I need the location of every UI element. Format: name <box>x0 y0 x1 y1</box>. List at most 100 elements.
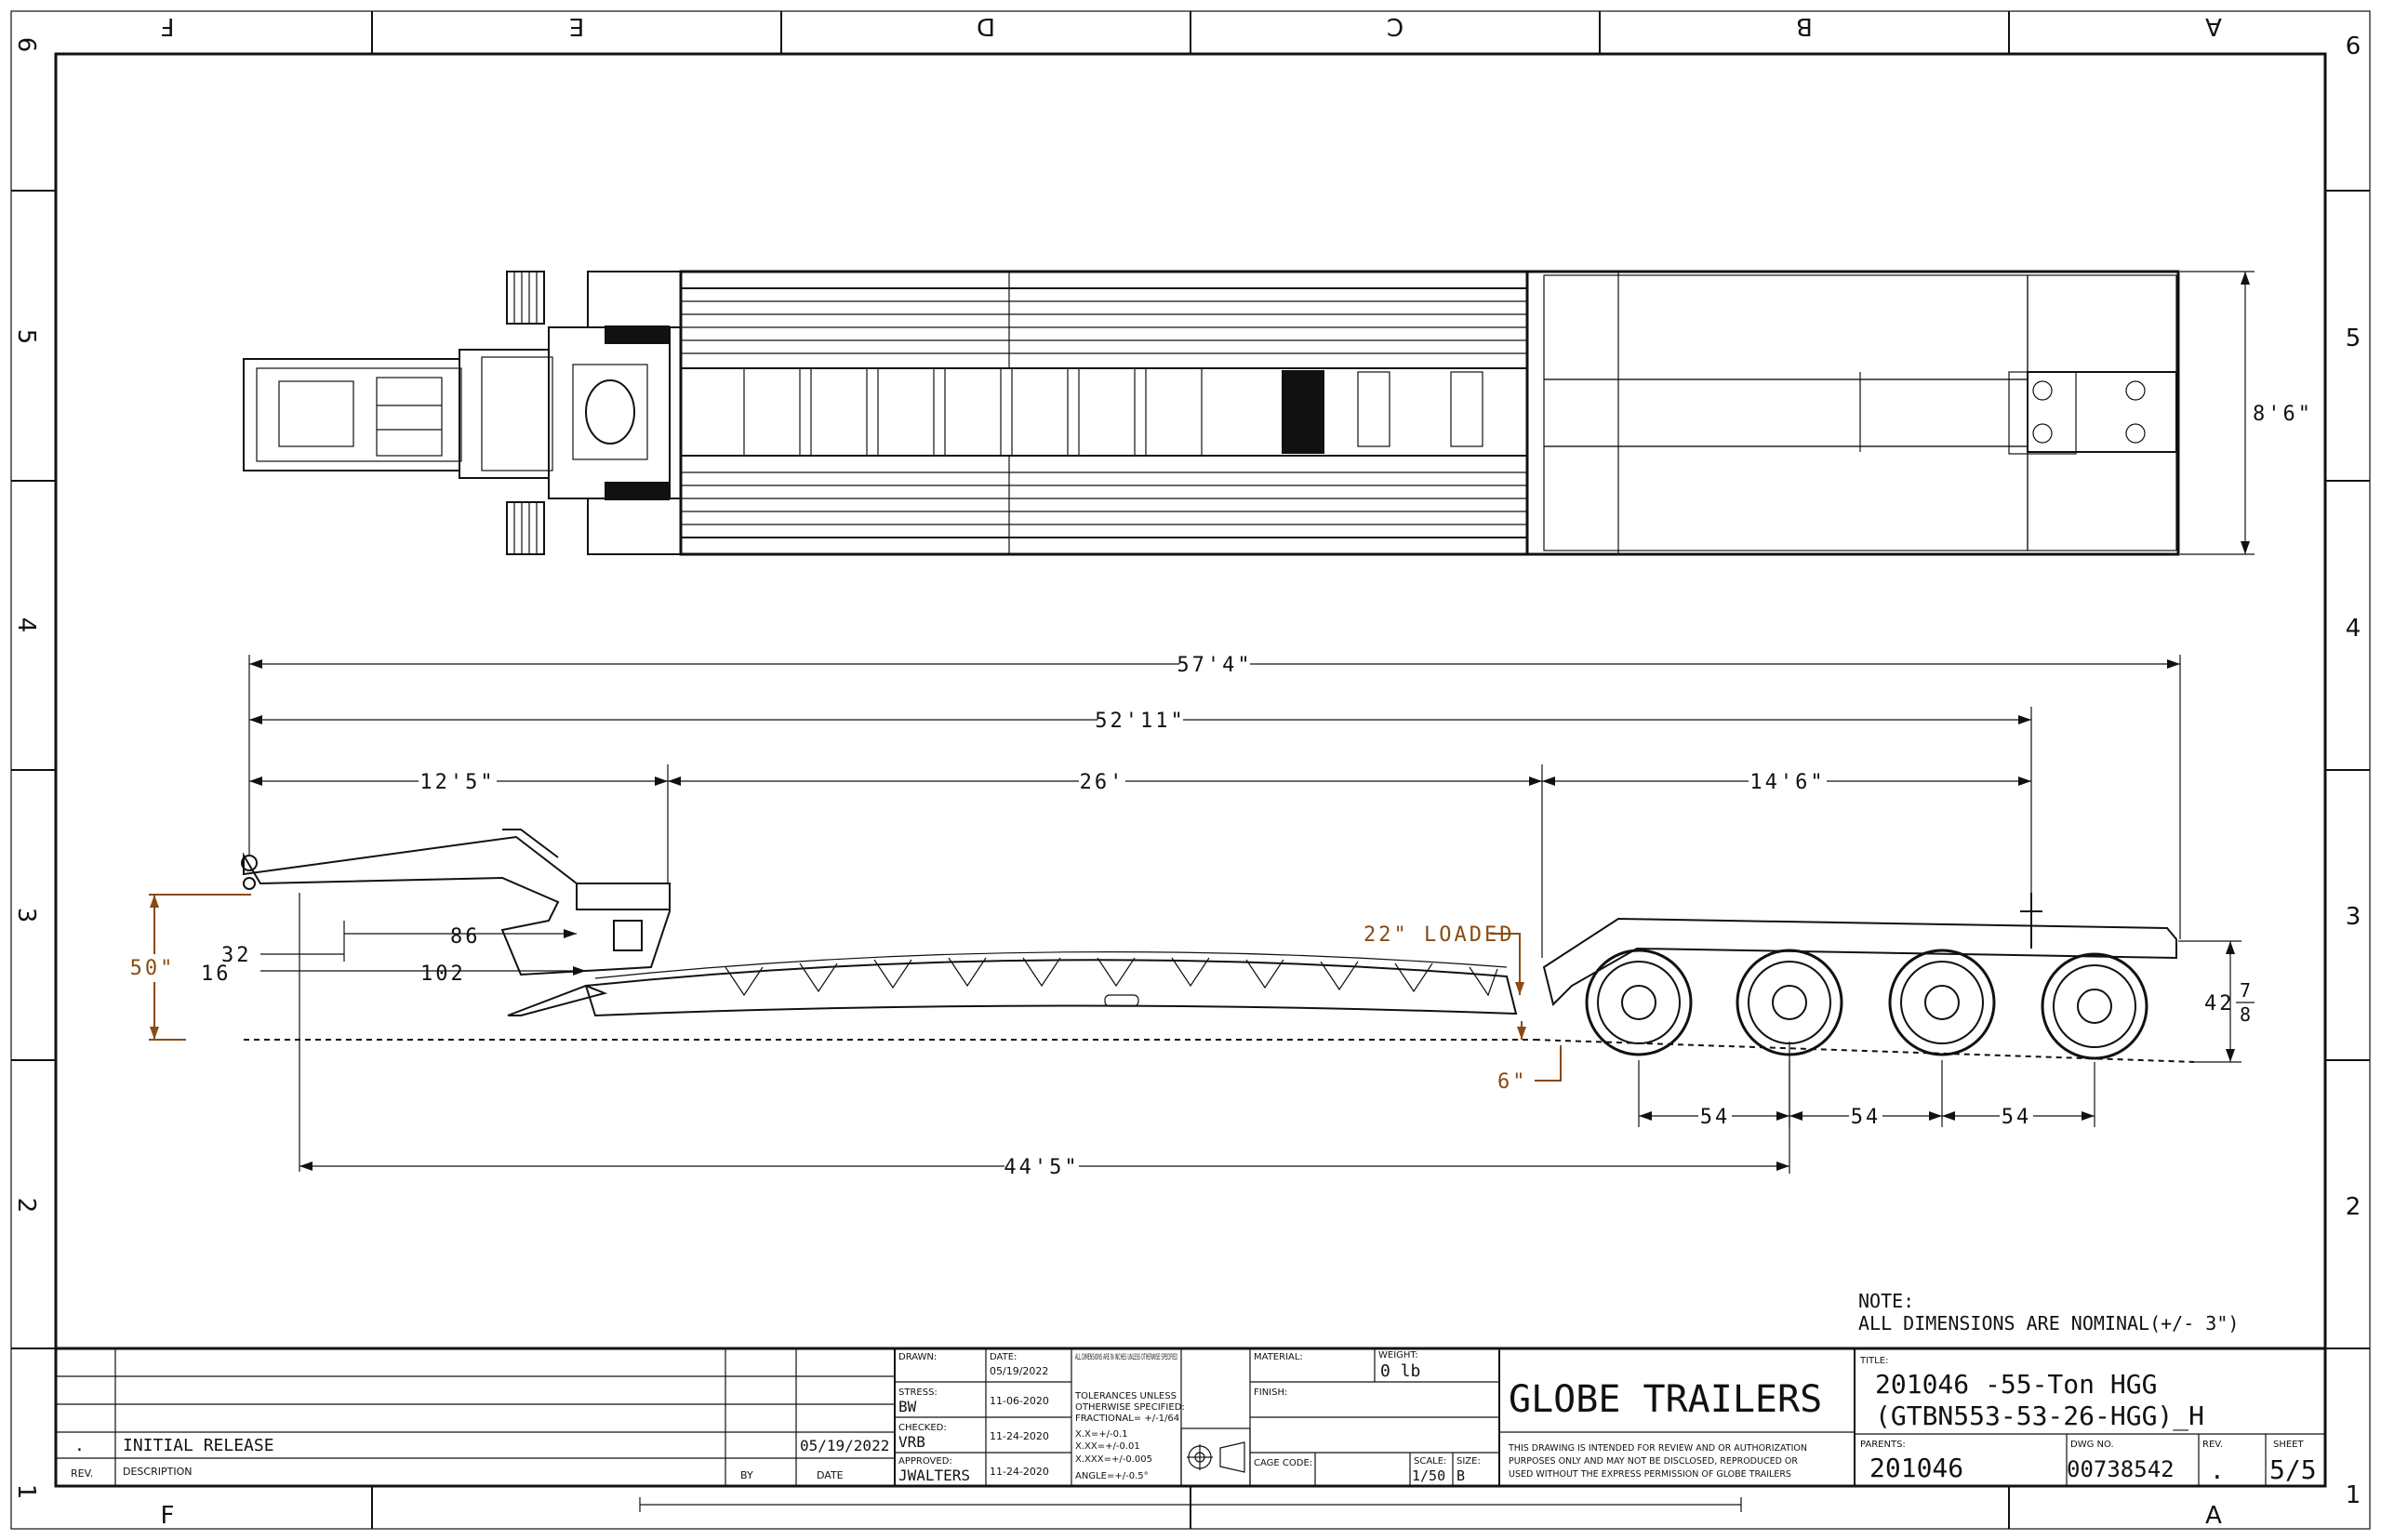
approved-label: APPROVED: <box>898 1456 952 1467</box>
tolerance-line-1: TOLERANCES UNLESS <box>1074 1391 1177 1401</box>
dwg-no-value: 00738542 <box>2067 1456 2175 1482</box>
drawing-title-line-1: 201046 -55-Ton HGG <box>1875 1369 2157 1400</box>
material-label: MATERIAL: <box>1254 1352 1303 1362</box>
zone-row-right-3: 3 <box>2346 903 2361 931</box>
drawn-label: DRAWN: <box>898 1352 937 1362</box>
title-label: TITLE: <box>1859 1356 1888 1366</box>
by-header: BY <box>740 1469 753 1481</box>
parents-label: PARENTS: <box>1860 1440 1906 1450</box>
title-block: . INITIAL RELEASE 05/19/2022 REV. DESCRI… <box>56 1347 2325 1487</box>
finish-label: FINISH: <box>1254 1387 1287 1398</box>
rev-value: . <box>2210 1457 2225 1485</box>
stress-by: BW <box>898 1398 917 1415</box>
size-value: B <box>1457 1467 1465 1484</box>
overall-length-label: 57'4" <box>1177 654 1252 677</box>
stress-label: STRESS: <box>898 1387 938 1398</box>
checked-date: 11-24-2020 <box>990 1430 1049 1442</box>
description-header: DESCRIPTION <box>123 1466 192 1478</box>
general-note: NOTE: ALL DIMENSIONS ARE NOMINAL(+/- 3") <box>1858 1290 2239 1334</box>
rear-height-numerator: 7 <box>2240 979 2251 1002</box>
zone-col-top-f: F <box>161 12 175 40</box>
weight-label: WEIGHT: <box>1378 1350 1418 1361</box>
zone-row-left-5: 5 <box>12 329 40 345</box>
zone-col-top-a: A <box>2205 12 2222 40</box>
stress-date: 11-06-2020 <box>990 1395 1049 1407</box>
zone-row-right-5: 5 <box>2346 325 2361 352</box>
zone-col-top-b: B <box>1796 12 1813 40</box>
checked-by: VRB <box>898 1433 925 1451</box>
revision-row-date: 05/19/2022 <box>800 1437 889 1454</box>
gooseneck-length-label: 12'5" <box>419 771 495 794</box>
dwg-no-label: DWG NO. <box>2070 1440 2114 1450</box>
drawn-date: 05/19/2022 <box>990 1365 1048 1377</box>
drawn-date-label: DATE: <box>990 1352 1017 1362</box>
zone-row-right-4: 4 <box>2346 615 2361 643</box>
well-length-label: 26' <box>1080 771 1125 794</box>
deck-length-label: 52'11" <box>1095 710 1185 733</box>
revision-row-description: INITIAL RELEASE <box>123 1436 274 1455</box>
note-text: ALL DIMENSIONS ARE NOMINAL(+/- 3") <box>1858 1312 2239 1334</box>
tolerance-line-3: FRACTIONAL= +/-1/64 <box>1075 1414 1179 1424</box>
dim-102-label: 102 <box>420 962 466 986</box>
weight-value: 0 lb <box>1380 1361 1420 1381</box>
zone-col-bottom-f: F <box>161 1502 175 1530</box>
sheet-value: 5/5 <box>2269 1454 2317 1485</box>
tolerance-line-4: X.X=+/-0.1 <box>1075 1429 1128 1440</box>
zone-row-left-2: 2 <box>12 1198 40 1214</box>
zone-row-left-1: 1 <box>12 1484 40 1500</box>
zone-row-right-1: 1 <box>2346 1481 2361 1509</box>
kingpin-to-axle-label: 44'5" <box>1004 1156 1079 1179</box>
ground-clearance-label: 6" <box>1497 1070 1528 1094</box>
tolerance-line-7: ANGLE=+/-0.5° <box>1075 1471 1149 1481</box>
disclaimer-line-1: THIS DRAWING IS INTENDED FOR REVIEW AND … <box>1508 1443 1807 1454</box>
approved-date: 11-24-2020 <box>990 1466 1049 1478</box>
zone-row-right-2: 2 <box>2346 1193 2361 1221</box>
zone-labels: F E D C B A F A 6 5 4 3 2 1 6 5 4 3 2 1 <box>12 12 2361 1530</box>
size-label: SIZE: <box>1457 1456 1481 1467</box>
third-angle-projection-icon <box>1180 1427 1251 1487</box>
disclaimer-line-2: PURPOSES ONLY AND MAY NOT BE DISCLOSED, … <box>1509 1456 1798 1467</box>
loaded-height-label: 22" LOADED <box>1363 923 1514 947</box>
axle-spacing-3-label: 54 <box>2002 1106 2032 1129</box>
width-dimension: 8'6" <box>2180 271 2313 555</box>
cage-code-label: CAGE CODE: <box>1254 1458 1312 1468</box>
tolerance-line-5: X.XX=+/-0.01 <box>1075 1441 1140 1452</box>
axle-spacing-1-label: 54 <box>1700 1106 1731 1129</box>
date-header: DATE <box>817 1469 844 1481</box>
rear-deck-length-label: 14'6" <box>1749 771 1825 794</box>
zone-col-top-d: D <box>977 12 995 40</box>
checked-label: CHECKED: <box>898 1423 947 1433</box>
rev-label: REV. <box>2202 1440 2223 1450</box>
tolerance-line-2: OTHERWISE SPECIFIED: <box>1075 1402 1185 1413</box>
axle-wheels <box>1585 949 2148 1060</box>
dim-86-label: 86 <box>450 925 481 949</box>
scale-label: SCALE: <box>1414 1456 1446 1467</box>
zone-col-top-c: C <box>1387 12 1403 40</box>
disclaimer-line-3: USED WITHOUT THE EXPRESS PERMISSION OF G… <box>1509 1469 1791 1480</box>
zone-row-left-6: 6 <box>12 37 40 53</box>
scale-value: 1/50 <box>1412 1467 1445 1484</box>
trailer-side-view <box>241 829 2196 1063</box>
units-note: ALL DIMENSIONS ARE IN INCHES UNLESS OTHE… <box>1075 1353 1177 1362</box>
zone-col-bottom-a: A <box>2205 1502 2222 1530</box>
width-label: 8'6" <box>2253 403 2313 426</box>
revision-row-rev: . <box>74 1436 85 1455</box>
rear-height-denominator: 8 <box>2240 1003 2251 1026</box>
drawing-frame <box>10 10 2371 1530</box>
zone-col-top-e: E <box>569 12 584 40</box>
tolerance-line-6: X.XXX=+/-0.005 <box>1075 1454 1152 1465</box>
axle-spacing-2-label: 54 <box>1851 1106 1882 1129</box>
dim-16-label: 16 <box>201 962 232 986</box>
sheet-label: SHEET <box>2273 1440 2305 1450</box>
rear-height-whole-label: 42 <box>2204 992 2235 1016</box>
zone-row-left-3: 3 <box>12 908 40 923</box>
rev-header: REV. <box>71 1467 93 1480</box>
zone-row-left-4: 4 <box>12 617 40 633</box>
note-heading: NOTE: <box>1858 1290 1914 1312</box>
dim-32-label: 32 <box>221 944 252 967</box>
trailer-top-view <box>243 270 2180 556</box>
company-name: GLOBE TRAILERS <box>1509 1378 1822 1421</box>
approved-by: JWALTERS <box>898 1467 970 1484</box>
drawing-title-line-2: (GTBN553-53-26-HGG)_H <box>1875 1401 2204 1432</box>
parents-value: 201046 <box>1869 1453 1963 1483</box>
